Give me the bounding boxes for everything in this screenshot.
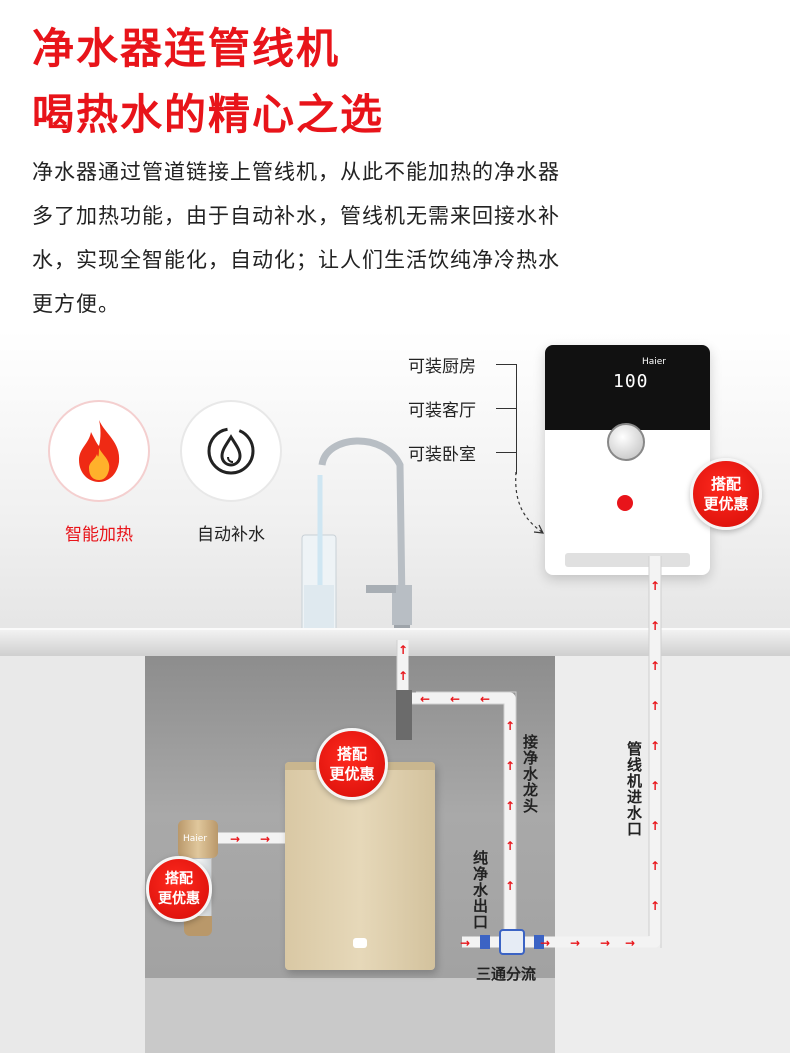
svg-text:↑: ↑ — [398, 669, 408, 683]
faucet-inlet-label: 接净水龙头 — [521, 734, 539, 814]
installation-scene: 智能加热 自动补水 可装厨房 可装客厅 可装卧室 Haier 100 搭配 更优… — [0, 330, 790, 1053]
svg-text:↑: ↑ — [650, 659, 660, 673]
svg-text:↑: ↑ — [505, 719, 515, 733]
svg-text:↑: ↑ — [505, 799, 515, 813]
desc-line: 更方便。 — [32, 292, 120, 316]
badge-line1: 搭配 — [165, 871, 193, 887]
purifier-logo — [353, 938, 367, 948]
smart-heating-label: 智能加热 — [65, 525, 133, 545]
auto-refill-label: 自动补水 — [197, 525, 265, 545]
flame-icon — [79, 420, 120, 482]
leader-line — [496, 452, 516, 453]
svg-text:→: → — [460, 936, 470, 950]
smart-heating-feature — [48, 400, 150, 502]
auto-refill-feature — [180, 400, 282, 502]
svg-text:→: → — [230, 832, 240, 846]
cabinet-right — [555, 656, 790, 1053]
water-drop-icon — [207, 427, 255, 475]
svg-text:↑: ↑ — [650, 739, 660, 753]
svg-text:↑: ↑ — [505, 759, 515, 773]
promo-badge: 搭配 更优惠 — [146, 856, 212, 922]
prefilter-bottom — [184, 916, 212, 936]
svg-text:→: → — [260, 832, 270, 846]
svg-text:←: ← — [480, 692, 490, 706]
badge-line2: 更优惠 — [158, 891, 200, 907]
location-bedroom: 可装卧室 — [408, 445, 476, 465]
badge-line2: 更优惠 — [703, 495, 749, 513]
location-living-room: 可装客厅 — [408, 401, 476, 421]
svg-text:↑: ↑ — [650, 899, 660, 913]
cabinet-floor — [145, 978, 555, 1053]
svg-text:↑: ↑ — [505, 879, 515, 893]
leader-line — [496, 364, 516, 365]
leader-line — [496, 408, 516, 409]
desc-line: 净水器通过管道链接上管线机，从此不能加热的净水器 — [32, 160, 560, 184]
location-kitchen: 可装厨房 — [408, 357, 476, 377]
svg-text:↑: ↑ — [650, 619, 660, 633]
promo-badge: 搭配 更优惠 — [316, 728, 388, 800]
svg-text:↑: ↑ — [505, 839, 515, 853]
dispenser-display: 100 — [613, 371, 649, 392]
desc-line: 水，实现全智能化，自动化；让人们生活饮纯净冷热水 — [32, 248, 560, 272]
svg-text:←: ← — [450, 692, 460, 706]
svg-text:↑: ↑ — [650, 859, 660, 873]
svg-text:↑: ↑ — [650, 579, 660, 593]
cabinet-left — [0, 656, 145, 1053]
curved-arrow — [515, 471, 545, 534]
svg-text:↑: ↑ — [398, 643, 408, 657]
promo-badge: 搭配 更优惠 — [690, 458, 762, 530]
dispenser-panel: Haier 100 — [545, 345, 710, 430]
desc-line: 多了加热功能，由于自动补水，管线机无需来回接水补 — [32, 204, 560, 228]
tee-split-label: 三通分流 — [476, 965, 537, 983]
dispenser-brand: Haier — [641, 357, 666, 367]
prefilter-head: Haier — [178, 820, 218, 858]
badge-line2: 更优惠 — [329, 765, 375, 783]
dispenser-inlet-label: 管线机进水口 — [625, 741, 643, 837]
title-line1: 净水器连管线机 — [32, 24, 341, 73]
svg-text:↑: ↑ — [650, 819, 660, 833]
svg-text:↑: ↑ — [650, 699, 660, 713]
prefilter-brand: Haier — [183, 834, 208, 844]
leader-line — [516, 364, 517, 474]
svg-text:→: → — [625, 936, 635, 950]
description: 净水器通过管道链接上管线机，从此不能加热的净水器 多了加热功能，由于自动补水，管… — [32, 150, 652, 326]
badge-line1: 搭配 — [336, 745, 367, 763]
svg-text:←: ← — [420, 692, 430, 706]
svg-text:→: → — [570, 936, 580, 950]
svg-text:↑: ↑ — [650, 779, 660, 793]
badge-line1: 搭配 — [710, 475, 741, 493]
svg-text:→: → — [600, 936, 610, 950]
pipe-network: ↑ ↑ ← ← ← ↑ ↑ ↑ ↑ ↑ → → → → → ↑ ↑ ↑ ↑ ↑ ↑ ↑ ↑ ↑ → → — [218, 556, 662, 955]
dispenser-logo — [617, 495, 633, 511]
svg-text:→: → — [540, 936, 550, 950]
pipeline-dispenser: Haier 100 — [545, 345, 710, 575]
title-line2: 喝热水的精心之选 — [32, 90, 385, 139]
dispenser-knob — [607, 423, 645, 461]
purified-outlet-label: 纯净水出口 — [471, 850, 489, 930]
